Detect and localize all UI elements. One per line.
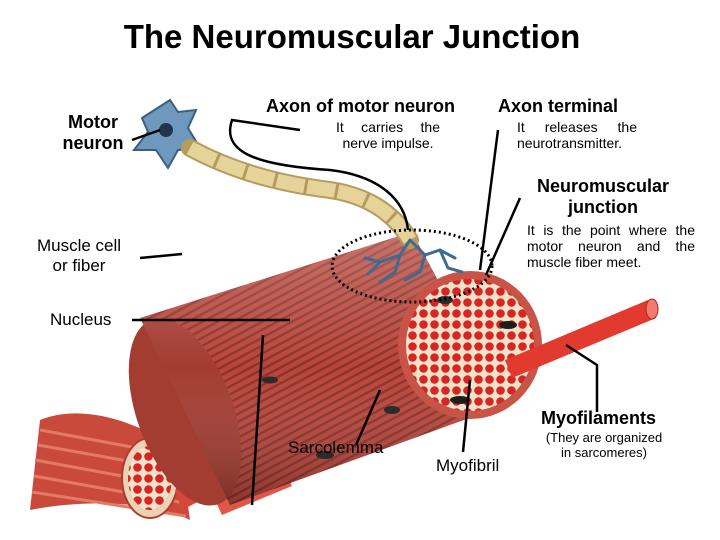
nmj-dotted-outline <box>330 228 494 304</box>
axon-terminal-branches <box>363 238 464 284</box>
label-axon-of-motor-neuron: Axon of motor neuron <box>266 96 455 116</box>
muscle-fiber <box>128 232 542 506</box>
axon <box>181 139 419 249</box>
myofibril-rod <box>505 298 659 378</box>
label-axon-terminal: Axon terminal <box>498 96 619 116</box>
label-neuromuscular-junction: Neuromuscular junction <box>536 176 670 217</box>
nmj-description: It is the point where the motor neuron a… <box>527 222 695 271</box>
myofilaments-description: (They are organized in sarcomeres) <box>545 430 663 460</box>
axon-description: It carries the nerve impulse. <box>336 119 440 152</box>
label-nucleus: Nucleus <box>50 310 112 329</box>
axon-terminal-description: It releases the neurotransmitter. <box>517 119 637 152</box>
label-motor-neuron: Motor neuron <box>62 112 124 153</box>
label-sarcolemma: Sarcolemma <box>288 438 384 457</box>
pointer-lines <box>131 118 599 506</box>
label-muscle-cell: Muscle cell or fiber <box>36 236 122 275</box>
label-myofilaments: Myofilaments <box>541 408 657 428</box>
page-title: The Neuromuscular Junction <box>123 18 581 55</box>
label-myofibril: Myofibril <box>436 456 500 475</box>
